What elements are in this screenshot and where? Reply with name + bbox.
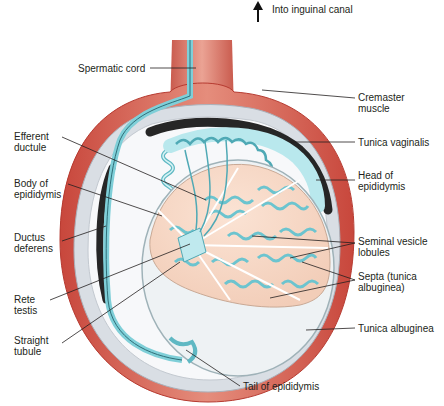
part-label: Spermatic cord bbox=[78, 63, 145, 74]
part-label: Head of epididymis bbox=[358, 170, 416, 192]
part-label: Efferent ductule bbox=[14, 131, 62, 153]
testis bbox=[150, 164, 330, 307]
tunica-vaginalis bbox=[74, 105, 340, 392]
part-label: Seminal vesicle lobules bbox=[358, 236, 440, 258]
leader-lines bbox=[50, 68, 355, 386]
efferent-ductules bbox=[185, 140, 227, 236]
part-label: Into inguinal canal bbox=[272, 4, 353, 15]
part-label: Tunica albuginea bbox=[358, 323, 434, 334]
part-label: Tunica vaginalis bbox=[358, 137, 429, 148]
septa bbox=[158, 168, 328, 300]
part-label: Tail of epididymis bbox=[243, 381, 319, 392]
direction-arrow bbox=[253, 1, 263, 22]
part-label: Body of epididymis bbox=[14, 178, 70, 200]
part-label: Ductus deferens bbox=[14, 232, 60, 254]
part-label: Septa (tunica albuginea) bbox=[358, 271, 430, 293]
part-label: Straight tubule bbox=[14, 335, 60, 357]
epididymis-tail bbox=[170, 338, 195, 362]
part-label: Cremaster muscle bbox=[358, 92, 418, 114]
rete-testis bbox=[178, 228, 206, 262]
part-label: Rete testis bbox=[14, 294, 48, 316]
